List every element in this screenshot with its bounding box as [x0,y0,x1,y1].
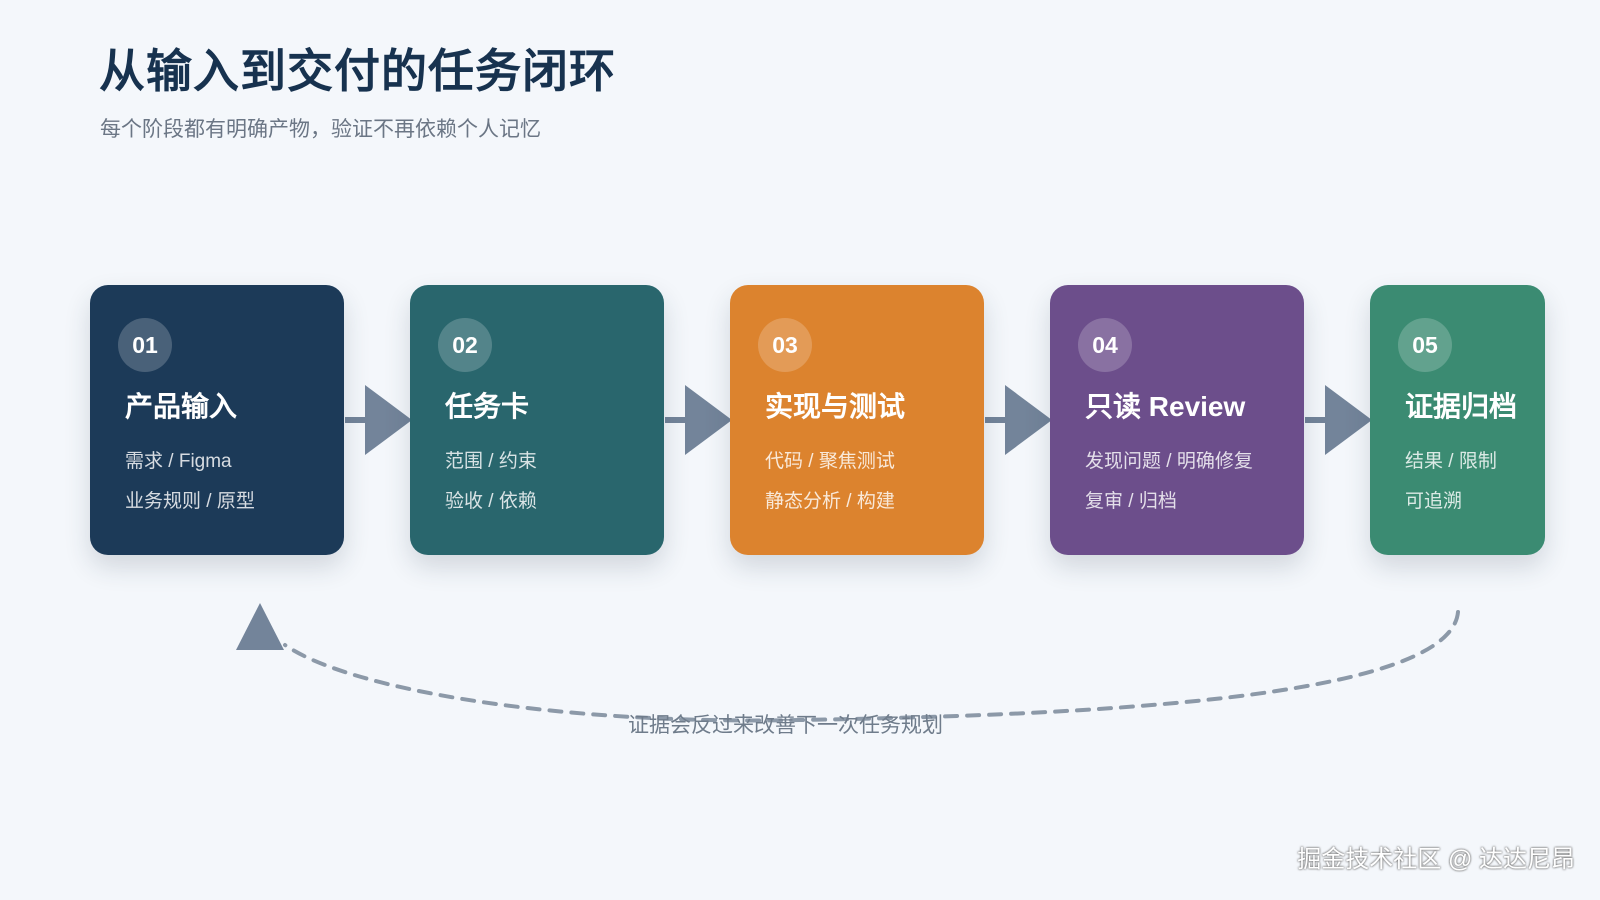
watermark: 掘金技术社区 @ 达达尼昂 [1297,846,1575,873]
step-detail-line: 验收 / 依赖 [445,491,537,512]
step-title: 产品输入 [125,391,238,422]
step-card-1: 01 产品输入 需求 / Figma 业务规则 / 原型 [90,285,344,555]
step-title: 实现与测试 [765,391,906,422]
step-title: 只读 Review [1085,391,1246,422]
page-title: 从输入到交付的任务闭环 [99,45,616,97]
step-detail-line: 需求 / Figma [125,451,232,472]
flow-arrow-1 [345,385,412,455]
page-subtitle: 每个阶段都有明确产物，验证不再依赖个人记忆 [100,118,541,141]
step-title: 任务卡 [445,391,530,422]
step-detail-line: 可追溯 [1405,491,1463,512]
step-detail-line: 业务规则 / 原型 [125,491,255,512]
flow-arrow-4 [1305,385,1372,455]
step-card-5: 05 证据归档 结果 / 限制 可追溯 [1370,285,1545,555]
feedback-loop-label: 证据会反过来改善下一次任务规划 [628,714,943,737]
step-title: 证据归档 [1405,391,1518,422]
step-number: 02 [438,318,492,372]
step-detail-line: 代码 / 聚焦测试 [765,451,895,472]
step-card-3: 03 实现与测试 代码 / 聚焦测试 静态分析 / 构建 [730,285,984,555]
step-card-2: 02 任务卡 范围 / 约束 验收 / 依赖 [410,285,664,555]
flow-arrow-3 [985,385,1052,455]
step-card-4: 04 只读 Review 发现问题 / 明确修复 复审 / 归档 [1050,285,1304,555]
step-number: 01 [118,318,172,372]
step-number: 05 [1398,318,1452,372]
feedback-loop-path [283,610,1460,723]
flow-arrow-2 [665,385,732,455]
step-detail-line: 复审 / 归档 [1085,491,1177,512]
step-detail-line: 发现问题 / 明确修复 [1085,451,1253,472]
up-arrow-icon [236,603,284,650]
step-detail-line: 结果 / 限制 [1405,451,1497,472]
step-detail-line: 范围 / 约束 [445,451,537,472]
step-number: 03 [758,318,812,372]
step-number: 04 [1078,318,1132,372]
step-detail-line: 静态分析 / 构建 [765,491,895,512]
